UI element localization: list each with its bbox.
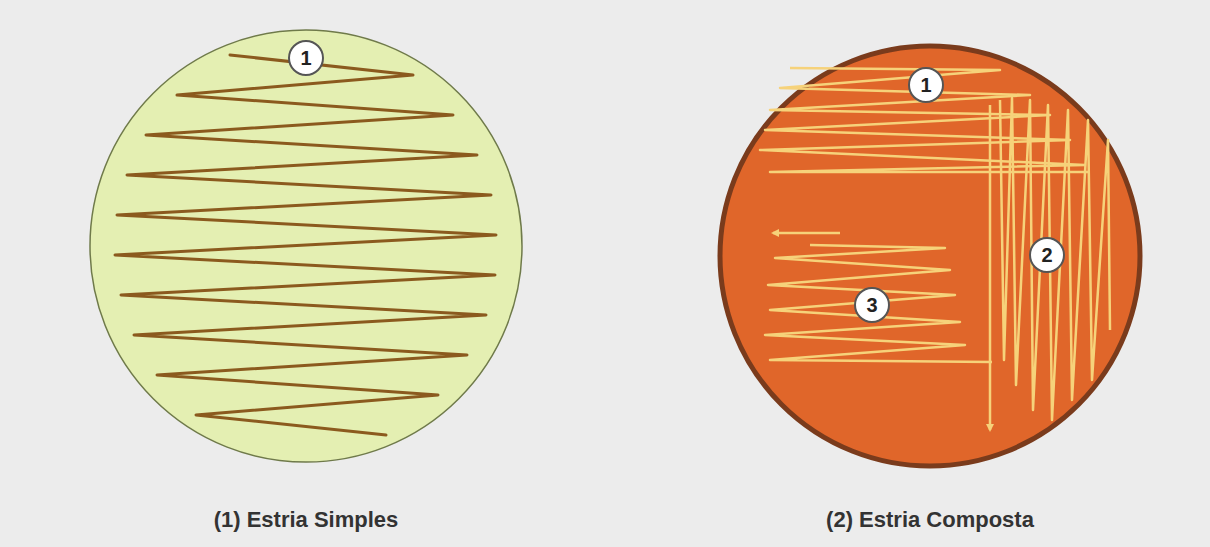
petri-plate: (2) Estria Composta123: [720, 46, 1140, 530]
callout-circle: 3: [854, 287, 890, 323]
petri-plate: (1) Estria Simples1: [90, 30, 522, 530]
agar-plate: [90, 30, 522, 462]
streak-arrow: [989, 105, 992, 430]
callout-number: 1: [300, 47, 311, 69]
callout-number: 2: [1041, 244, 1052, 266]
streak-zone-2: [1000, 98, 1110, 420]
callout-circle: 1: [288, 40, 324, 76]
simple-streak: [115, 55, 496, 435]
streak-zone-1: [760, 68, 1090, 172]
plate-caption: (1) Estria Simples: [90, 506, 522, 534]
plate-caption: (2) Estria Composta: [720, 506, 1140, 534]
callout-circle: 1: [908, 67, 944, 103]
callout-number: 1: [920, 74, 931, 96]
streak-zone-3: [765, 245, 992, 362]
callout-number: 3: [866, 294, 877, 316]
streak-arrow: [773, 232, 840, 235]
callout-circle: 2: [1029, 237, 1065, 273]
agar-plate: [720, 46, 1140, 466]
